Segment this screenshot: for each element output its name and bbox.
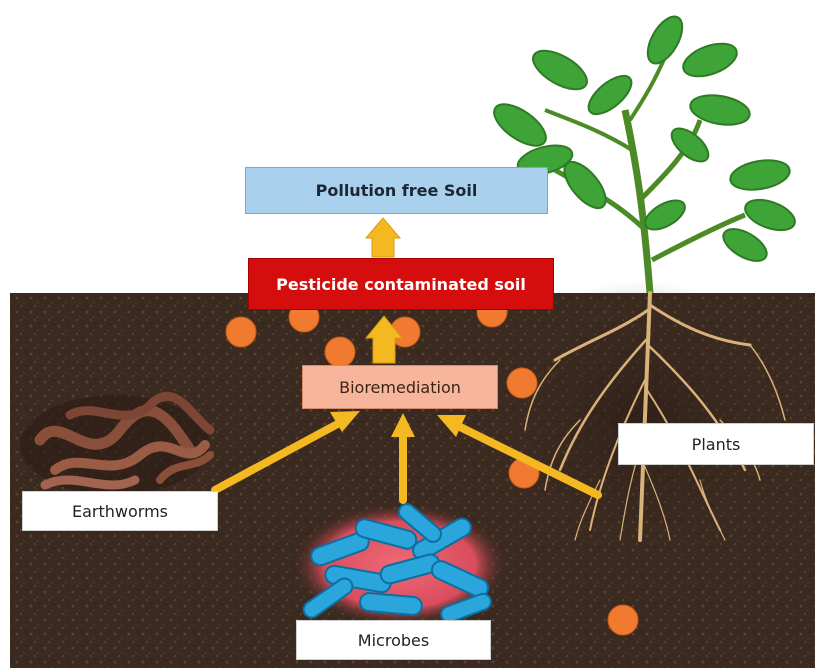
pollutant-dot (608, 605, 638, 635)
leaf-icon (640, 194, 689, 235)
leaf-icon (741, 194, 799, 236)
bioremediation-box: Bioremediation (302, 365, 498, 409)
plants-label: Plants (618, 423, 814, 465)
leaf-icon (487, 96, 552, 153)
leaf-icon (718, 223, 772, 268)
leaf-icon (641, 11, 690, 69)
leaf-icon (728, 156, 792, 194)
leaf-icon (679, 37, 741, 82)
pollutant-dot (226, 317, 256, 347)
up-arrow (366, 218, 400, 257)
pollution-free-soil-box: Pollution free Soil (245, 167, 548, 214)
microbes-label: Microbes (296, 620, 491, 660)
earthworms-label: Earthworms (22, 491, 218, 531)
pollutant-dot (507, 368, 537, 398)
leaf-icon (582, 69, 637, 121)
earthworms-icon (20, 395, 210, 495)
leaf-icon (557, 155, 613, 215)
leaf-icon (527, 43, 593, 97)
pesticide-contaminated-soil-box: Pesticide contaminated soil (248, 258, 554, 310)
pollutant-dot (325, 337, 355, 367)
leaf-icon (666, 122, 714, 167)
plant-icon (487, 11, 798, 293)
